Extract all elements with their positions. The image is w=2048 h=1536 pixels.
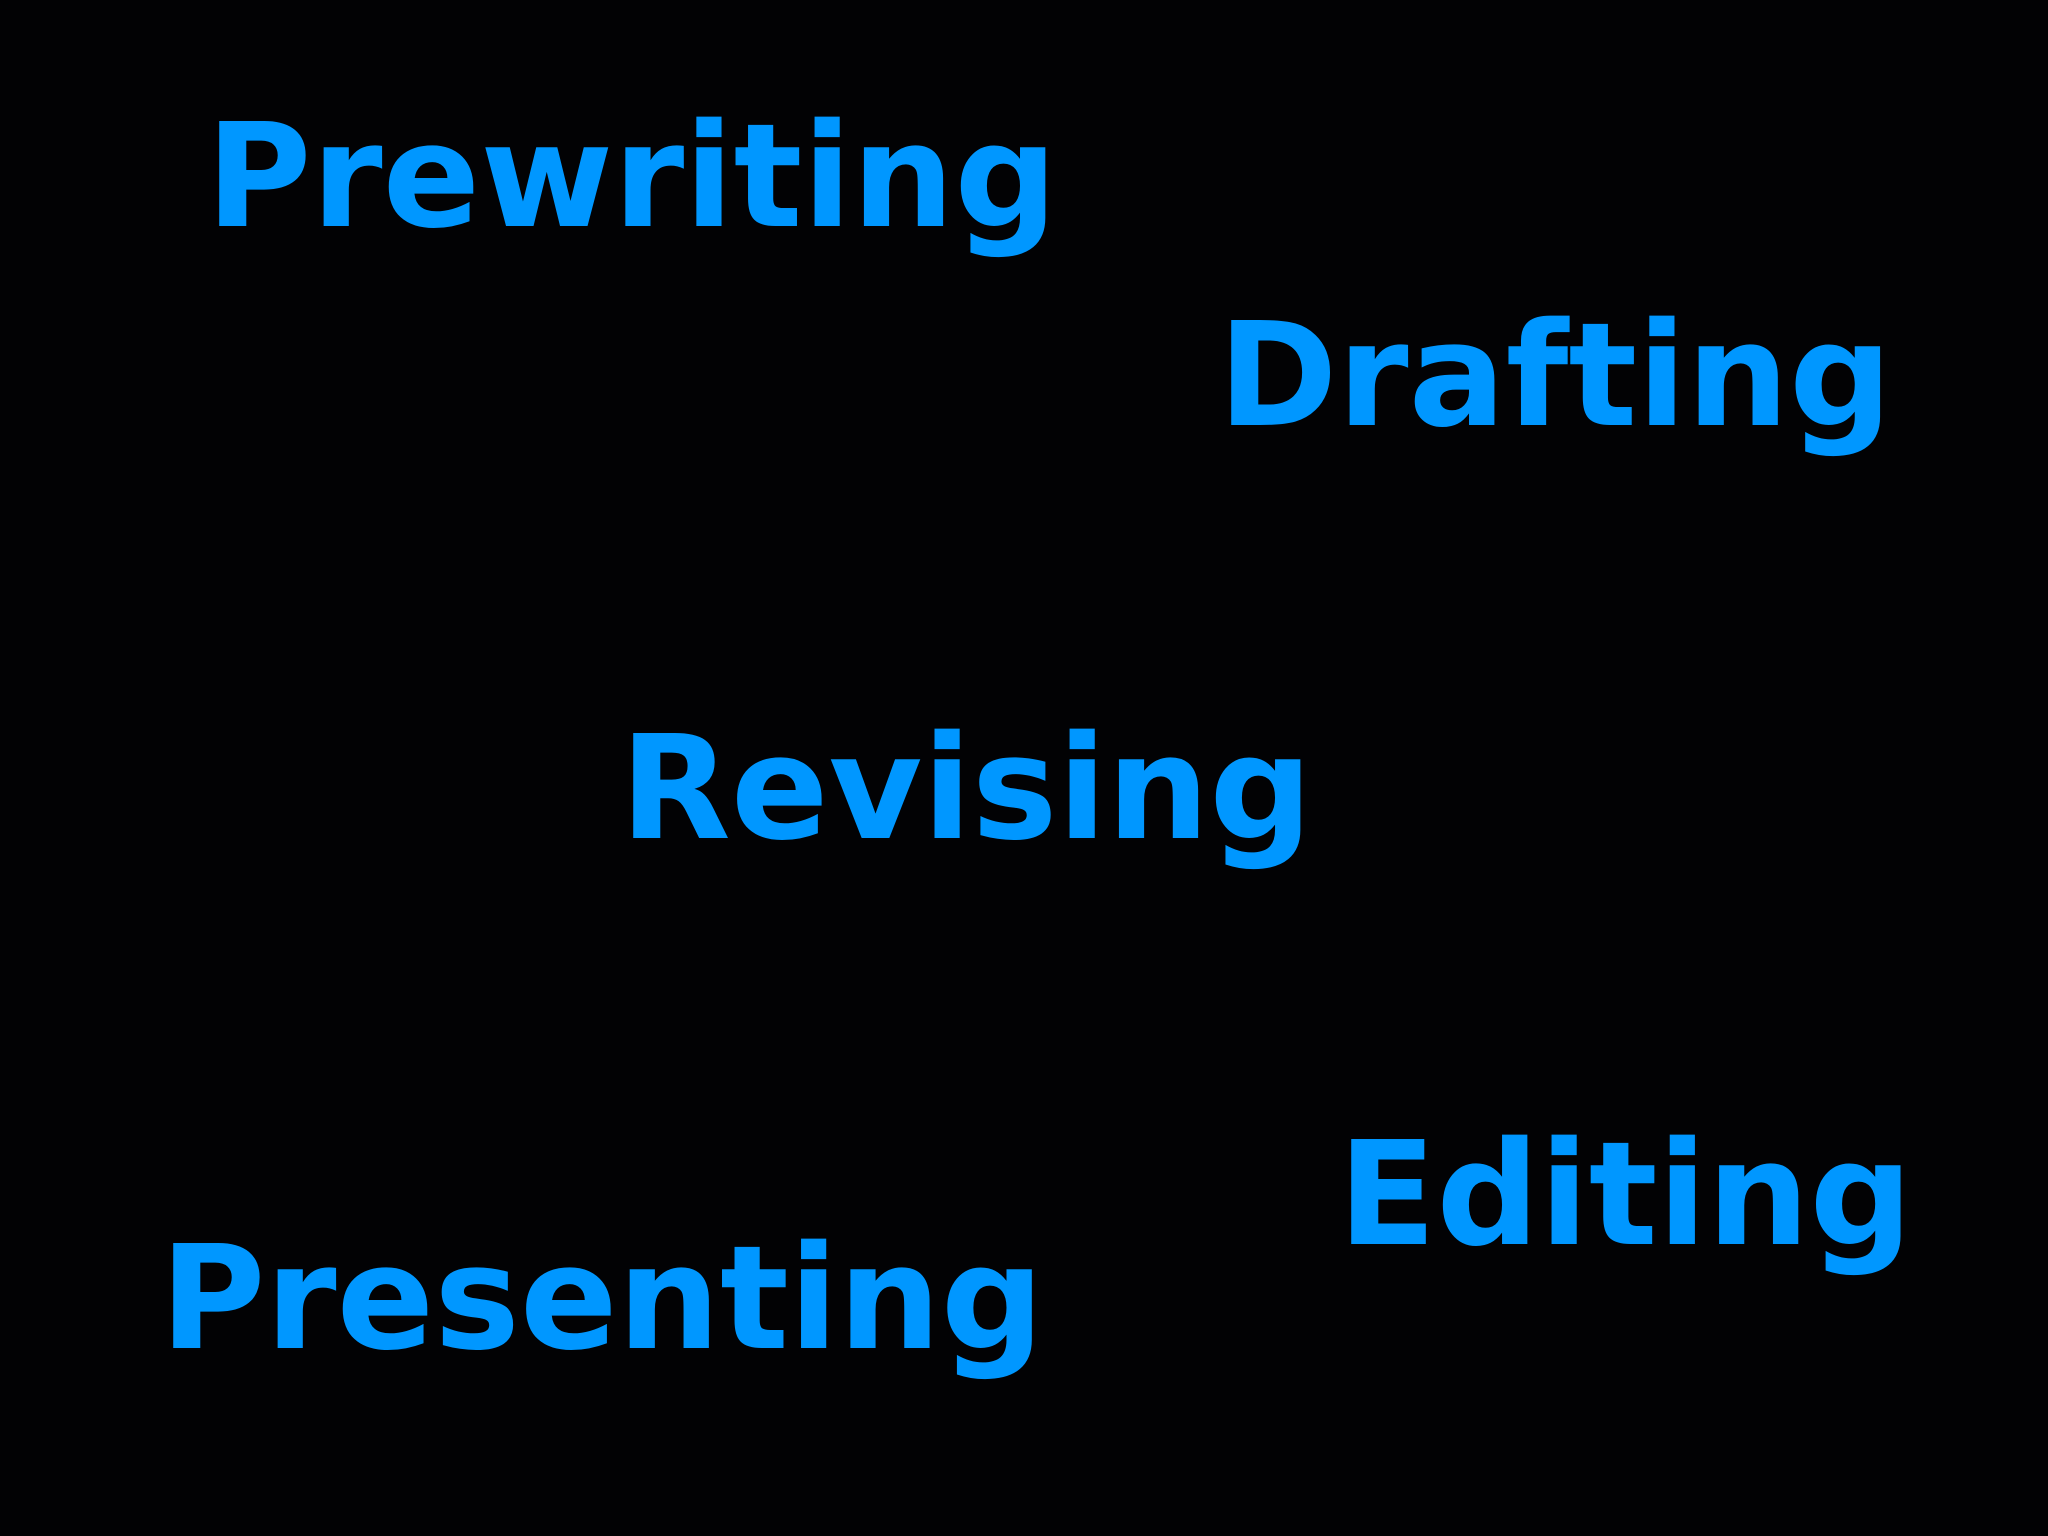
word-prewriting: Prewriting: [206, 92, 1058, 260]
word-presenting: Presenting: [160, 1214, 1044, 1382]
word-drafting: Drafting: [1218, 291, 1893, 459]
word-editing: Editing: [1338, 1110, 1913, 1278]
word-revising: Revising: [620, 704, 1313, 872]
